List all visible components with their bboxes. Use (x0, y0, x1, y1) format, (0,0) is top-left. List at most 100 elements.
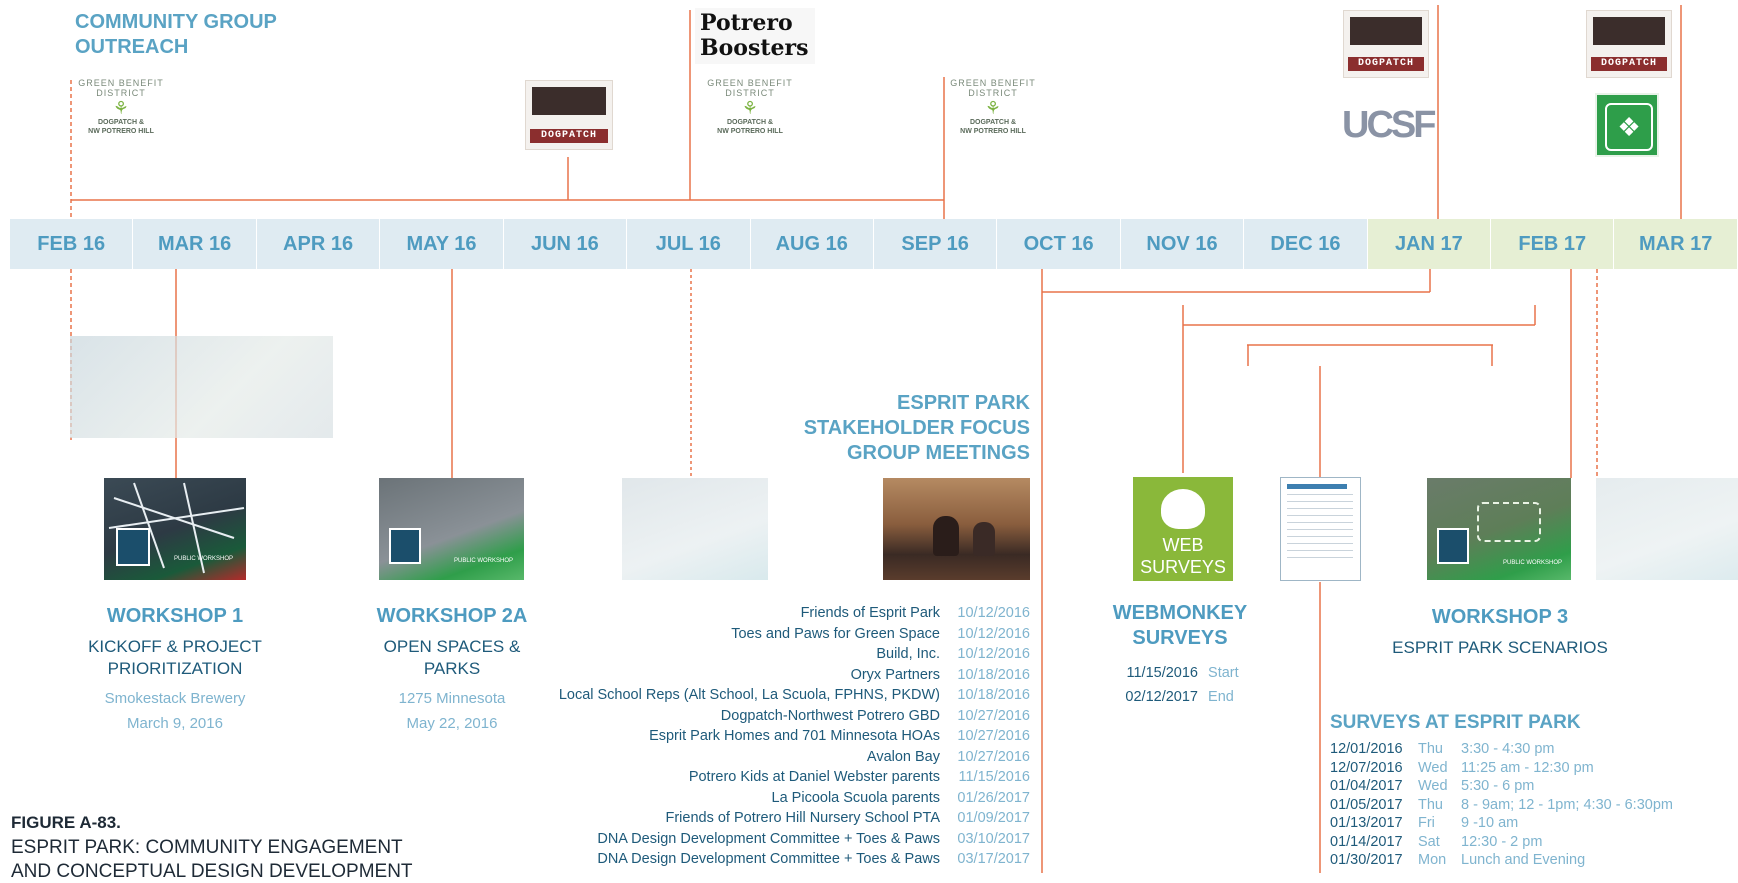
building-icon (1350, 17, 1422, 45)
dogpatch-logo: DOGPATCH (1343, 10, 1429, 78)
gbd-logo: GREEN BENEFIT DISTRICT ⚘ DOGPATCH & NW P… (76, 78, 166, 158)
survey-row: 01/14/2017 Sat 12:30 - 2 pm (1330, 833, 1730, 852)
meeting-date: 10/27/2016 (957, 728, 1030, 744)
meeting-name: Avalon Bay (866, 748, 940, 765)
survey-row: 01/04/2017 Wed 5:30 - 6 pm (1330, 777, 1730, 796)
timeline-month: FEB 17 (1491, 219, 1615, 269)
timeline-month: JUN 16 (503, 219, 628, 269)
survey-day: Sat (1418, 833, 1440, 850)
building-icon (1593, 17, 1665, 45)
meeting-row: Potrero Kids at Daniel Webster parents 11… (500, 767, 1030, 788)
timeline-month: JUL 16 (627, 219, 751, 269)
survey-day: Wed (1418, 778, 1448, 794)
meeting-name: DNA Design Development Committee + Toes … (597, 830, 940, 847)
survey-time: 3:30 - 4:30 pm (1461, 741, 1555, 757)
survey-day: Mon (1418, 852, 1447, 868)
survey-date: 01/14/2017 (1330, 833, 1403, 850)
meeting-row: DNA Design Development Committee + Toes … (500, 849, 1030, 870)
meeting-name: Friends of Potrero Hill Nursery School P… (665, 810, 940, 826)
meeting-row: Friends of Potrero Hill Nursery School P… (500, 808, 1030, 829)
workshop2b-thumbnail-faded (622, 478, 768, 580)
focus-group-title: ESPRIT PARK STAKEHOLDER FOCUS GROUP MEET… (803, 392, 1030, 464)
workshop3-caption: WORKSHOP 3 ESPRIT PARK SCENARIOS (1392, 606, 1608, 657)
meeting-row: Build, Inc. 10/12/2016 (500, 644, 1030, 665)
dogpatch-logo: DOGPATCH (1586, 10, 1672, 78)
timeline-month: APR 16 (256, 219, 381, 269)
paws-logo: ❖ (1595, 93, 1659, 157)
survey-date: 01/04/2017 (1330, 778, 1403, 794)
survey-time: 8 - 9am; 12 - 1pm; 4:30 - 6:30pm (1461, 796, 1673, 813)
meeting-date: 10/12/2016 (957, 605, 1030, 621)
workshop1-thumbnail: PUBLIC WORKSHOP (104, 478, 246, 580)
survey-day: Fri (1418, 815, 1435, 831)
timeline-month: AUG 16 (750, 219, 874, 269)
meeting-date: 11/15/2016 (958, 769, 1031, 785)
timeline-month: MAY 16 (380, 219, 504, 269)
meeting-row: Local School Reps (Alt School, La Scuola… (500, 685, 1030, 706)
meeting-date: 10/12/2016 (957, 646, 1030, 662)
park-outline (1477, 502, 1541, 542)
workshop2a-thumbnail: PUBLIC WORKSHOP (379, 478, 524, 580)
workshop4-thumbnail-faded (1596, 478, 1738, 580)
timeline-month: NOV 16 (1120, 219, 1245, 269)
gbd-logo: GREEN BENEFIT DISTRICT ⚘ DOGPATCH & NW P… (948, 78, 1038, 158)
survey-date: 01/30/2017 (1330, 852, 1403, 868)
meeting-name: Build, Inc. (876, 646, 940, 662)
meeting-row: Esprit Park Homes and 701 Minnesota HOAs… (500, 726, 1030, 747)
survey-row: 01/13/2017 Fri 9 -10 am (1330, 814, 1730, 833)
survey-time: 11:25 am - 12:30 pm (1461, 759, 1594, 776)
survey-time: 9 -10 am (1461, 815, 1519, 831)
survey-date: 01/05/2017 (1330, 796, 1403, 813)
workshop-badge (116, 528, 150, 566)
meeting-date: 10/12/2016 (957, 625, 1030, 642)
paw-icon: ❖ (1605, 103, 1653, 151)
timeline-month: SEP 16 (873, 219, 998, 269)
meeting-row: Friends of Esprit Park 10/12/2016 (500, 603, 1030, 624)
survey-time: 12:30 - 2 pm (1461, 833, 1543, 850)
webmonkey-dates: 11/15/2016 Start 02/12/2017 End (1125, 665, 1239, 705)
leaf-icon: ⚘ (741, 98, 759, 118)
workshop2a-caption: WORKSHOP 2A OPEN SPACES & PARKS 1275 Min… (376, 605, 528, 732)
meeting-name: Dogpatch-Northwest Potrero GBD (720, 707, 940, 724)
meeting-date: 10/18/2016 (957, 687, 1030, 703)
meeting-name: Local School Reps (Alt School, La Scuola… (558, 687, 940, 703)
meeting-name: DNA Design Development Committee + Toes … (597, 851, 940, 867)
surveys-title: SURVEYS AT ESPRIT PARK (1330, 712, 1581, 733)
web-surveys-thumbnail: WEB SURVEYS (1133, 477, 1233, 581)
meeting-name: Oryx Partners (850, 666, 940, 683)
leaf-icon: ⚘ (984, 98, 1002, 118)
meeting-date: 03/17/2017 (957, 851, 1030, 867)
meeting-name: Potrero Kids at Daniel Webster parents (688, 769, 940, 785)
building-icon (532, 87, 606, 115)
survey-day: Wed (1418, 759, 1448, 776)
map-lines-icon (108, 482, 245, 574)
survey-form-thumbnail (1280, 477, 1361, 581)
outreach-title: COMMUNITY GROUP OUTREACH (75, 11, 277, 58)
webmonkey-caption: WEBMONKEY SURVEYS (1112, 602, 1248, 649)
survey-date: 01/13/2017 (1330, 815, 1403, 831)
meeting-row: Oryx Partners 10/18/2016 (500, 665, 1030, 686)
meeting-date: 03/10/2017 (957, 830, 1030, 847)
aerial-photo-faded (70, 336, 333, 438)
focus-group-photo (883, 478, 1030, 580)
meeting-date: 10/18/2016 (957, 666, 1030, 683)
timeline-month: MAR 17 (1614, 219, 1738, 269)
meeting-name: Friends of Esprit Park (800, 605, 940, 621)
monkey-icon (1161, 489, 1205, 529)
leaf-icon: ⚘ (112, 98, 130, 118)
survey-time: 5:30 - 6 pm (1461, 778, 1535, 794)
workshop3-thumbnail: PUBLIC WORKSHOP (1427, 478, 1571, 580)
dogpatch-logo: DOGPATCH (525, 80, 613, 150)
gbd-logo: GREEN BENEFIT DISTRICT ⚘ DOGPATCH & NW P… (705, 78, 795, 158)
